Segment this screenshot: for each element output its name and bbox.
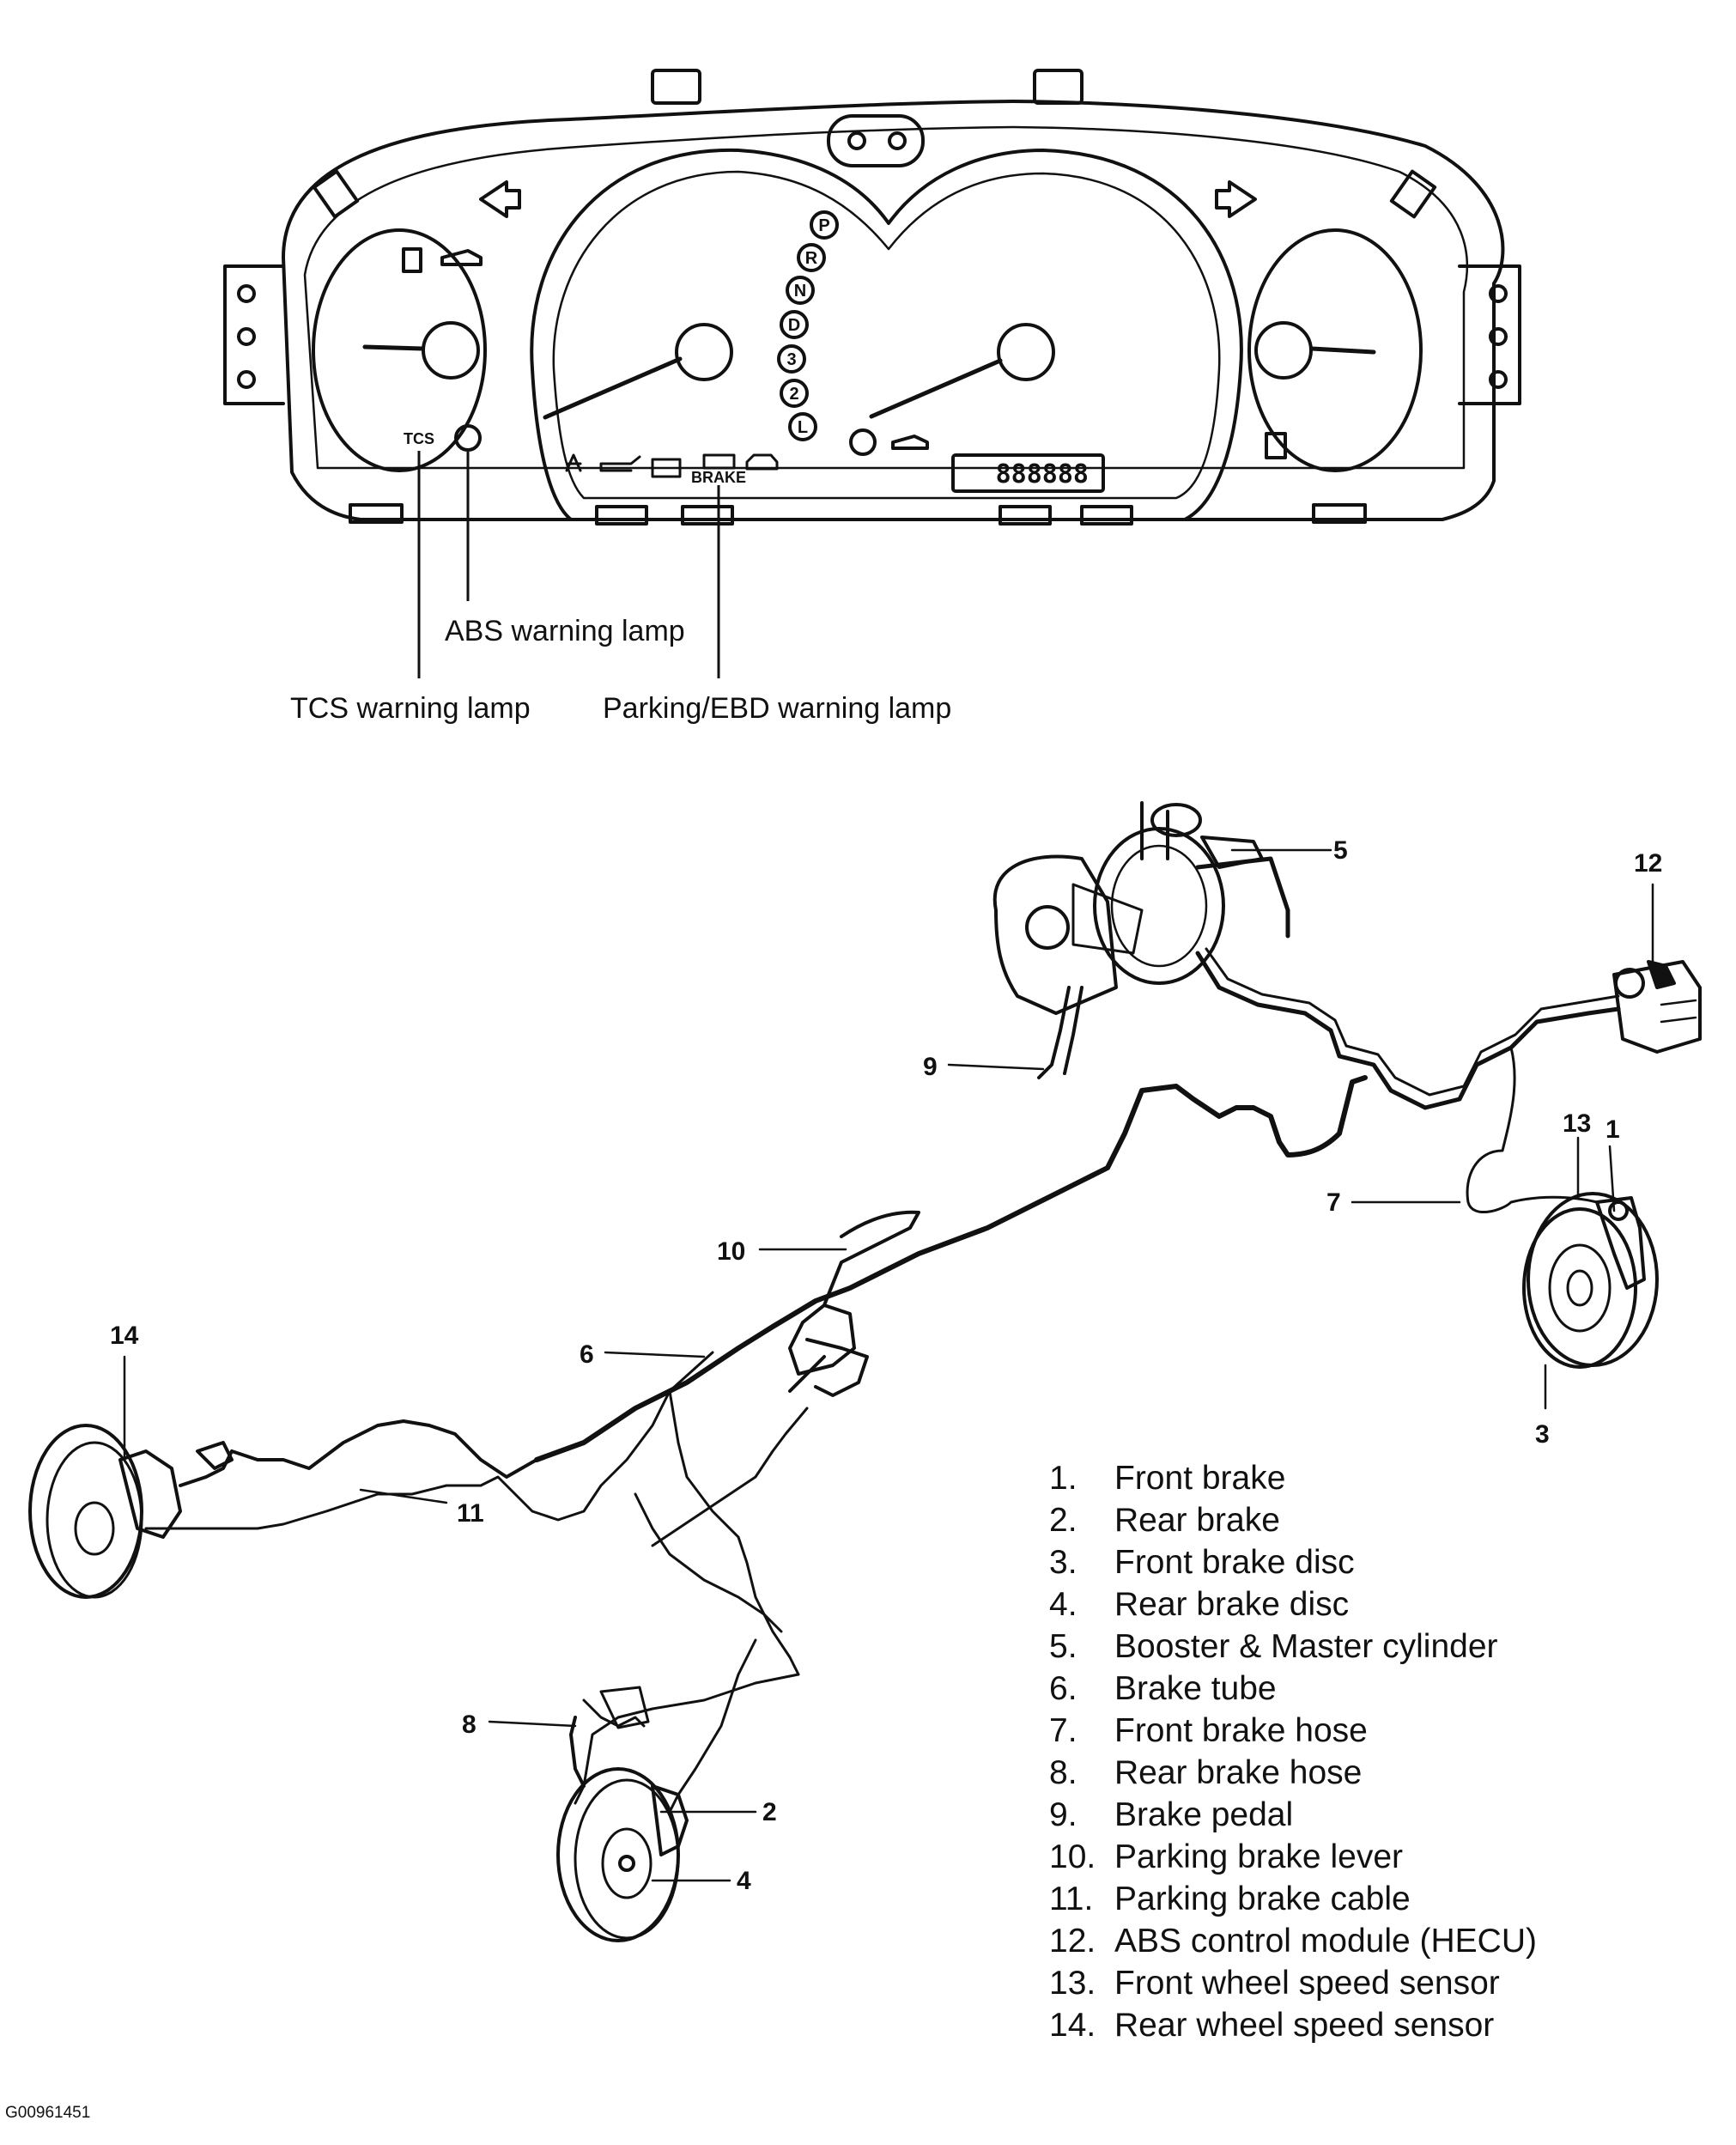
gear-indicator-r: R: [805, 249, 818, 268]
oil-pressure-icon: [599, 455, 641, 472]
high-beam-indicator: [827, 114, 925, 167]
gear-indicator-l: L: [798, 418, 808, 437]
left-mount-bracket: [223, 264, 285, 405]
gear-indicator-d: D: [788, 316, 800, 335]
part-label-1: 1: [1605, 1115, 1620, 1144]
part-label-6: 6: [580, 1340, 594, 1369]
part-label-8: 8: [462, 1711, 476, 1739]
legend-item: 8.Rear brake hose: [1049, 1754, 1363, 1791]
main-dial: [530, 148, 1243, 521]
temperature-gauge: [312, 228, 487, 472]
legend-item: 11.Parking brake cable: [1049, 1881, 1411, 1917]
part-label-3: 3: [1535, 1420, 1550, 1449]
door-icon: [402, 247, 422, 273]
abs-indicator-icon: [454, 424, 482, 452]
legend-item: 9.Brake pedal: [1049, 1796, 1294, 1833]
legend-item: 5.Booster & Master cylinder: [1049, 1628, 1498, 1665]
instrument-cluster: [223, 69, 1521, 526]
left-turn-arrow-icon: [479, 180, 521, 218]
brake-indicator-text: BRAKE: [691, 469, 746, 486]
legend-item: 10.Parking brake lever: [1049, 1838, 1403, 1875]
part-label-10: 10: [717, 1237, 745, 1266]
abs-warning-lamp-label: ABS warning lamp: [445, 615, 685, 647]
rear-right-brake-assembly: [556, 1716, 689, 1942]
odometer-display: [951, 453, 1105, 493]
fuel-gauge: [1247, 228, 1423, 472]
vehicle-icon: [440, 249, 483, 266]
slip-icon: [891, 434, 929, 450]
legend-item: 3.Front brake disc: [1049, 1544, 1355, 1581]
parking-ebd-warning-lamp-label: Parking/EBD warning lamp: [603, 692, 951, 725]
check-engine-icon: [745, 453, 779, 471]
front-brake-assembly: [1522, 1192, 1659, 1369]
brake-pedal: [1037, 986, 1083, 1079]
parking-brake-lever: [788, 1210, 920, 1397]
gear-indicator-p: P: [818, 216, 829, 235]
legend-item: 12.ABS control module (HECU): [1049, 1923, 1537, 1960]
part-label-12: 12: [1634, 849, 1662, 878]
cruise-icon: [849, 428, 877, 456]
right-mount-bracket: [1458, 264, 1521, 405]
booster-master-cylinder: [1093, 801, 1290, 985]
figure-id: G00961451: [5, 2104, 91, 2122]
legend-item: 14.Rear wheel speed sensor: [1049, 2007, 1495, 2044]
callout-leaders: [417, 451, 720, 678]
right-turn-arrow-icon: [1215, 180, 1257, 218]
legend-item: 4.Rear brake disc: [1049, 1586, 1350, 1623]
part-label-14: 14: [110, 1322, 139, 1350]
part-label-9: 9: [923, 1053, 938, 1081]
tcs-indicator-text: TCS: [404, 430, 434, 447]
odometer-readout: 888888: [996, 459, 1089, 489]
rear-left-brake-assembly: [28, 1424, 234, 1599]
fog-lamp-icon: [888, 131, 907, 150]
legend-item: 1.Front brake: [1049, 1460, 1286, 1497]
part-number-labels: 5 12 1 13 3 7 9 10 6 14 11 8 2 4: [110, 836, 1662, 1895]
legend-item: 6.Brake tube: [1049, 1670, 1277, 1707]
brake-system-layout: [28, 801, 1702, 1942]
gear-indicator-3: 3: [786, 350, 796, 369]
abs-hecu: [1612, 960, 1702, 1054]
headlamp-icon: [847, 131, 866, 150]
gear-indicator-n: N: [794, 282, 806, 301]
battery-icon: [651, 458, 682, 478]
legend-item: 7.Front brake hose: [1049, 1712, 1368, 1749]
part-leader-lines: [123, 848, 1654, 1882]
brake-pedal-bracket: [992, 854, 1144, 1079]
part-label-11: 11: [457, 1499, 484, 1528]
fuel-pump-icon: [1265, 432, 1287, 459]
gear-indicators: P R N D 3 2 L: [786, 216, 829, 437]
tcs-warning-lamp-label: TCS warning lamp: [290, 692, 531, 725]
part-label-5: 5: [1333, 836, 1348, 865]
gear-indicator-2: 2: [789, 385, 798, 404]
seatbelt-icon: [565, 453, 582, 472]
part-label-7: 7: [1326, 1188, 1341, 1217]
part-label-4: 4: [737, 1867, 751, 1895]
legend-item: 2.Rear brake: [1049, 1502, 1280, 1539]
part-label-2: 2: [762, 1798, 777, 1826]
legend-item: 13.Front wheel speed sensor: [1049, 1965, 1500, 2002]
ebd-brake-icon: [702, 453, 736, 470]
part-label-13: 13: [1563, 1109, 1591, 1138]
